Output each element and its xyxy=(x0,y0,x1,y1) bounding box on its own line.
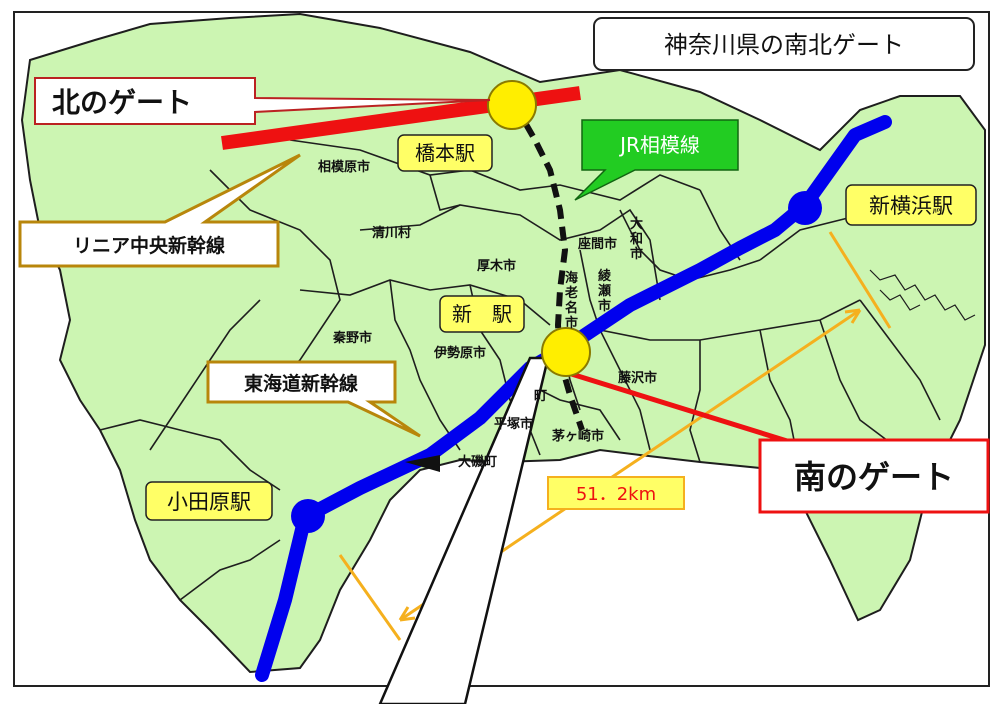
city-hadano: 秦野市 xyxy=(332,330,372,346)
city-labels: 相模原市 清川村 厚木市 座間市 秦野市 伊勢原市 藤沢市 平塚市 茅ヶ崎市 大… xyxy=(318,159,657,470)
south-gate-line xyxy=(564,369,801,448)
city-sagamihara: 相模原市 xyxy=(318,159,370,175)
north-gate-label: 北のゲート xyxy=(52,86,192,119)
distance-label-box: 51．2km xyxy=(547,476,685,510)
station-shin-eki-label: 新 駅 xyxy=(452,302,512,326)
distance-label: 51．2km xyxy=(576,484,656,505)
city-chigasaki: 茅ヶ崎市 xyxy=(552,428,604,444)
station-odawara-label: 小田原駅 xyxy=(167,490,251,514)
station-shin-yokohama: 新横浜駅 xyxy=(845,184,977,226)
linear-chuo-callout: リニア中央新幹線 xyxy=(18,153,301,268)
jr-sagami-line xyxy=(512,103,585,431)
tokaido-shinkansen-line xyxy=(255,115,892,682)
direction-arrow-icon xyxy=(405,455,440,472)
jr-sagami-callout: JR相模線 xyxy=(574,119,739,201)
station-hashimoto-label: 橋本駅 xyxy=(415,141,475,165)
city-kiyokawa: 清川村 xyxy=(372,225,411,241)
linear-chuo-label: リニア中央新幹線 xyxy=(73,234,225,257)
city-atsugi: 厚木市 xyxy=(477,258,516,274)
jr-sagami-label: JR相模線 xyxy=(618,133,700,157)
vertical-city-labels: 大和市 綾瀬市 海老名市 xyxy=(564,216,643,331)
tokaido-callout: 東海道新幹線 xyxy=(206,360,421,438)
city-isehara: 伊勢原市 xyxy=(433,345,486,361)
station-odawara: 小田原駅 xyxy=(145,481,273,521)
south-gate-callout: 南のゲート xyxy=(758,438,990,514)
city-fujisawa: 藤沢市 xyxy=(618,370,657,386)
title-box: 神奈川県の南北ゲート xyxy=(593,17,975,71)
station-shin-yokohama-label: 新横浜駅 xyxy=(869,194,953,218)
city-samukawa: 町 xyxy=(534,389,547,404)
odawara-node xyxy=(291,499,325,533)
station-shin-eki: 新 駅 xyxy=(439,295,525,333)
shin-yokohama-node xyxy=(788,191,822,225)
coastline-detail xyxy=(869,269,976,321)
north-gate-circle xyxy=(487,80,537,130)
south-gate-circle xyxy=(541,327,591,377)
south-gate-label: 南のゲート xyxy=(794,458,954,496)
city-zama: 座間市 xyxy=(577,236,617,252)
city-yamato: 大和市 xyxy=(630,216,643,262)
page-title: 神奈川県の南北ゲート xyxy=(664,31,904,59)
city-hiratsuka: 平塚市 xyxy=(494,416,533,432)
city-oiso: 大磯町 xyxy=(458,454,497,470)
north-gate-callout: 北のゲート xyxy=(34,77,491,125)
city-ebina: 海老名市 xyxy=(564,270,578,331)
city-ayase: 綾瀬市 xyxy=(598,268,612,314)
tokaido-label: 東海道新幹線 xyxy=(244,372,358,395)
station-hashimoto: 橋本駅 xyxy=(397,134,493,172)
